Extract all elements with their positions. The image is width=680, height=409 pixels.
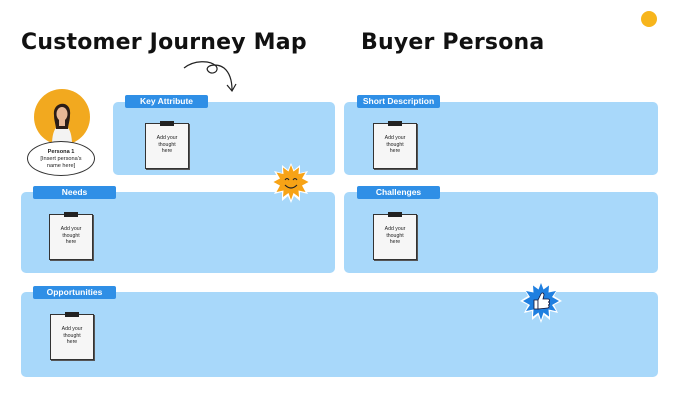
sticky-note[interactable]: Add your thought here [49,212,93,260]
key-attribute-tag: Key Attribute [125,95,208,108]
sticky-note[interactable]: Add your thought here [50,312,94,360]
short-description-tag: Short Description [357,95,440,108]
note-text: here [161,148,173,154]
note-text: thought [63,332,81,339]
note-text: here [389,148,401,154]
persona-name-oval: Persona 1 [Insert persona's name here] [27,141,95,176]
note-text: Add your [60,226,82,232]
sticky-note[interactable]: Add your thought here [373,121,417,169]
note-text: Add your [61,326,83,332]
sun-smile-sticker-icon[interactable] [270,162,312,204]
note-text: thought [386,141,404,148]
note-text: Add your [156,135,178,141]
note-text: Add your [384,226,406,232]
persona-name: Persona 1 [47,149,75,155]
accent-dot [641,11,657,27]
tape-icon [388,212,402,217]
sticky-note[interactable]: Add your thought here [373,212,417,260]
note-text: thought [62,232,80,239]
tape-icon [160,121,174,126]
note-text: here [66,339,78,345]
page-title-buyer-persona: Buyer Persona [361,30,545,55]
persona-placeholder-line: name here] [46,163,76,169]
challenges-tag: Challenges [357,186,440,199]
squiggle-arrow-icon [183,61,237,93]
tape-icon [64,212,78,217]
note-text: Add your [384,135,406,141]
tape-icon [388,121,402,126]
note-text: thought [386,232,404,239]
needs-tag: Needs [33,186,116,199]
thumbs-up-sticker-icon[interactable] [519,280,563,324]
persona-photo-icon [52,103,72,145]
note-text: here [389,239,401,245]
sticky-note[interactable]: Add your thought here [145,121,189,169]
tape-icon [65,312,79,317]
note-text: here [65,239,77,245]
persona-avatar [34,89,90,145]
note-text: thought [158,141,176,148]
persona-placeholder-line: [Insert persona's [40,156,82,162]
page-title-journey-map: Customer Journey Map [21,30,307,55]
opportunities-tag: Opportunities [33,286,116,299]
